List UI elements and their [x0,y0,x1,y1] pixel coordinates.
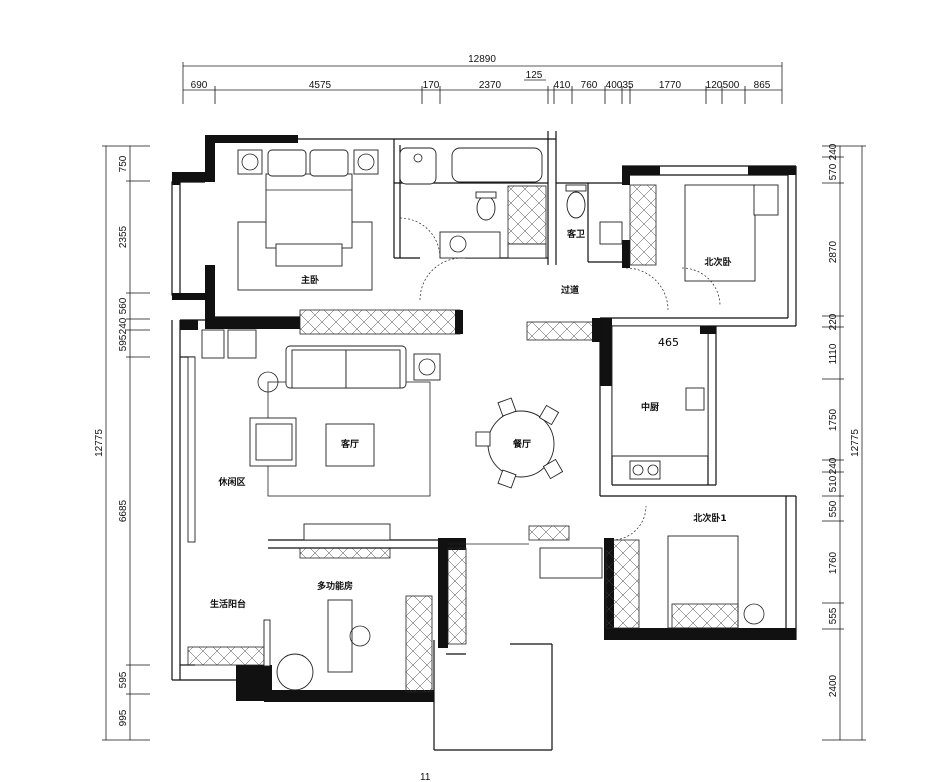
top-dimension: 760 [581,80,598,91]
north-bedroom-1-walls [528,496,797,640]
right-dimension: 1760 [828,551,839,574]
living-room-furniture [201,329,441,497]
room-label-guest-bath: 客卫 [566,228,585,240]
right-dimension: 570 [828,163,839,180]
right-dimension: 220 [828,313,839,330]
room-label-master-bedroom: 主卧 [301,274,319,286]
door-swings [399,217,669,545]
room-label-corridor: 过道 [561,284,579,296]
top-dimension: 410 [554,80,571,91]
right-dimension: 2870 [828,240,839,263]
bathroom-fixtures [399,147,623,259]
right-dimension: 1750 [828,408,839,431]
top-dimension: 120 [706,80,723,91]
room-label-kitchen: 中厨 [641,401,659,413]
top-dimension: 4575 [309,80,332,91]
north-bedroom-1-furniture [611,505,765,629]
right-dimension: 240 [828,143,839,160]
overall-right-dimension: 12775 [850,429,861,457]
living-area-walls [171,319,298,701]
left-dimension: 2355 [118,225,129,248]
top-dimension: 400 [606,80,623,91]
bottom-partial-dimension: 11 [420,772,431,782]
top-dimension-lines [182,62,783,104]
top-dimension: 1770 [659,80,682,91]
right-dimension-lines [822,145,866,741]
top-dimension: 690 [191,80,208,91]
right-dimension: 510 [828,475,839,492]
room-label-living-room: 客厅 [340,438,359,450]
dimension-note: 465 [658,336,679,349]
multifunction-room-walls [264,538,553,751]
left-dimension: 6685 [118,499,129,522]
master-bedroom-walls [171,135,420,329]
corridor-built-ins [187,309,600,666]
right-dimension: 240 [828,457,839,474]
left-dimension: 995 [118,709,129,726]
overall-top-dimension: 12890 [468,54,496,65]
left-dimension: 560 [118,297,129,314]
master-bedroom-furniture [237,149,379,291]
north-bedroom-furniture [629,184,779,307]
room-label-multi-function-room: 多功能房 [317,580,353,592]
top-dimension: 2370 [479,80,502,91]
top-dimension: 35 [622,80,634,91]
overall-left-dimension: 12775 [94,429,105,457]
room-label-dining-room: 餐厅 [512,438,531,450]
top-dimension: 865 [754,80,771,91]
right-dimension: 1110 [828,343,839,364]
top-dimension: 500 [723,80,740,91]
left-dimension: 750 [118,155,129,172]
room-label-utility-balcony: 生活阳台 [210,598,246,610]
dining-table [475,397,564,489]
top-dimension: 125 [526,70,543,81]
multifunction-room-furniture [263,523,433,693]
kitchen-walls [599,318,796,497]
room-label-north-second-bedroom-1: 北次卧1 [693,512,726,524]
right-dimension: 550 [828,500,839,517]
right-dimension: 555 [828,607,839,624]
left-dimension: 595 [118,334,129,351]
room-label-leisure-area: 休闲区 [217,476,245,488]
left-dimension-lines [102,145,150,741]
room-label-north-second-bedroom: 北次卧 [704,256,731,268]
left-dimension: 595 [118,671,129,688]
right-dimension: 2400 [828,674,839,697]
top-dimension: 170 [423,80,440,91]
left-dimension: 240 [118,317,129,334]
